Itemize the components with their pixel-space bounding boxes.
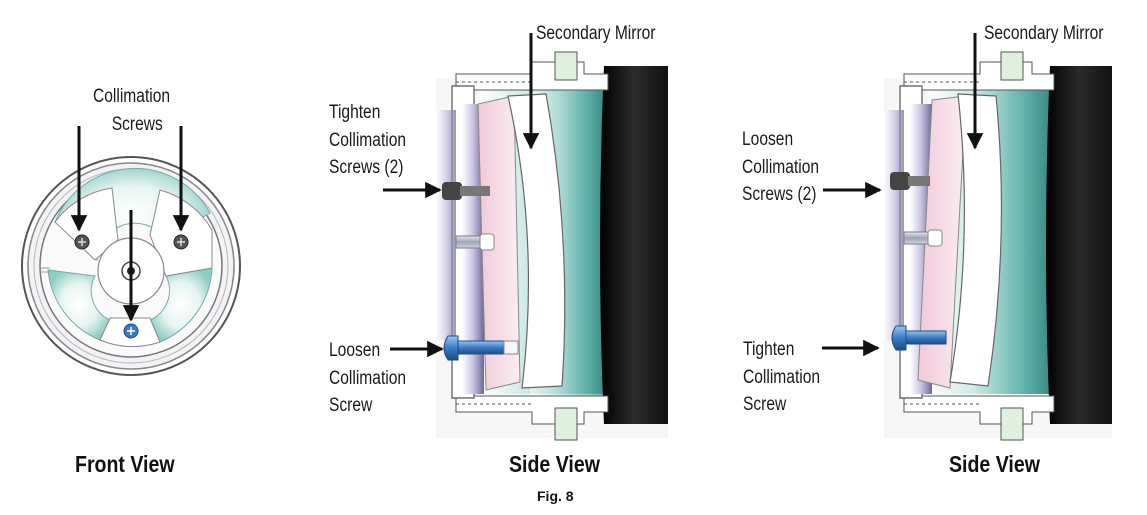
- side-view-left-caption: Side View: [509, 451, 600, 477]
- side-view-right-illustration: [884, 51, 1112, 441]
- front-collimation-screws-label: Collimation Screws: [93, 83, 170, 138]
- left-upper-line-3: Screws (2): [329, 157, 404, 178]
- left-upper-line-1: Tighten: [329, 102, 381, 123]
- front-label-line-1: Collimation: [93, 86, 171, 107]
- front-view-caption: Front View: [75, 451, 175, 477]
- left-lower-line-3: Screw: [329, 395, 373, 416]
- left-upper-callout: Tighten Collimation Screws (2): [329, 99, 406, 182]
- collimation-screw-left: [74, 234, 90, 250]
- right-secondary-mirror-label: Secondary Mirror: [984, 23, 1104, 44]
- collimation-screw-bottom: [123, 323, 139, 339]
- right-lower-line-1: Tighten: [743, 339, 795, 360]
- left-upper-line-2: Collimation: [329, 129, 407, 151]
- right-lower-line-2: Collimation: [743, 366, 821, 388]
- front-label-line-2: Screws: [111, 113, 163, 135]
- side-view-left-illustration: [436, 51, 668, 441]
- left-lower-callout: Loosen Collimation Screw: [329, 337, 406, 420]
- right-upper-line-2: Collimation: [742, 156, 820, 178]
- left-secondary-mirror-label: Secondary Mirror: [536, 23, 656, 44]
- right-upper-line-3: Screws (2): [742, 184, 817, 205]
- right-lower-line-3: Screw: [743, 394, 787, 415]
- right-upper-callout: Loosen Collimation Screws (2): [742, 126, 819, 209]
- side-view-right-caption: Side View: [949, 451, 1040, 477]
- figure-label: Fig. 8: [537, 488, 574, 504]
- collimation-screw-right: [173, 234, 189, 250]
- right-lower-callout: Tighten Collimation Screw: [743, 336, 820, 419]
- left-lower-line-2: Collimation: [329, 367, 407, 389]
- right-upper-line-1: Loosen: [742, 129, 794, 150]
- left-lower-line-1: Loosen: [329, 340, 381, 361]
